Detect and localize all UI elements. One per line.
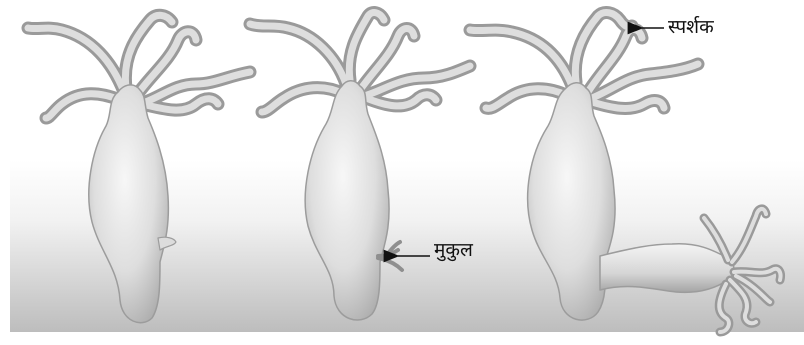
hydra-3-daughter-body [600,244,734,293]
tentacle-label: स्पर्शक [668,18,714,37]
bud-label: मुकुल [434,241,473,260]
